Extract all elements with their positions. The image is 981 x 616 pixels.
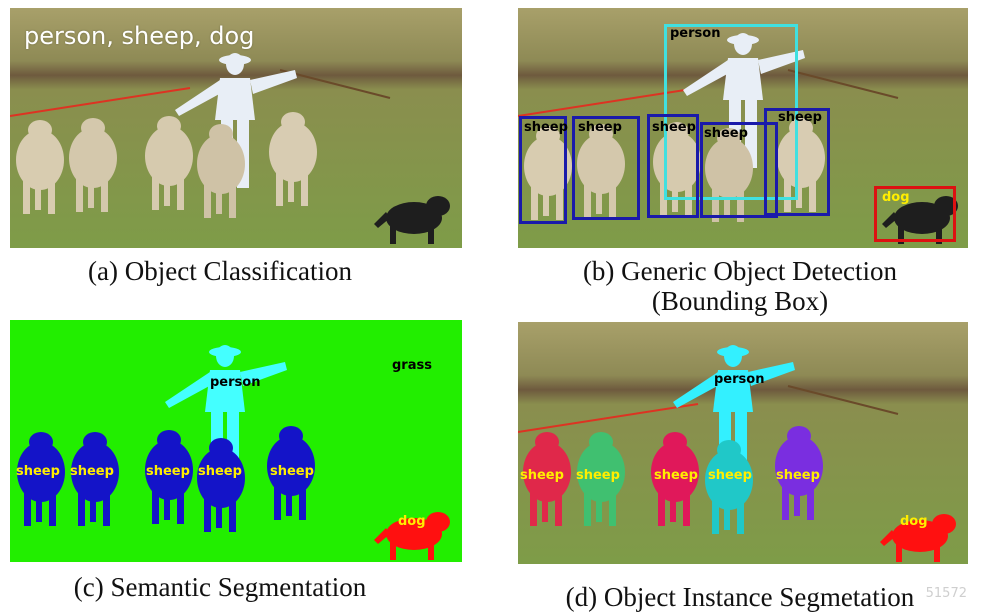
sheep-label: sheep (778, 110, 822, 125)
sheep-label: sheep (198, 464, 242, 479)
person-label: person (670, 26, 721, 41)
watermark: 51572 (925, 586, 967, 601)
dog-label: dog (882, 190, 910, 205)
sheep-label: sheep (146, 464, 190, 479)
caption-b: (b) Generic Object Detection (Bounding B… (500, 256, 980, 316)
sheep-bounding-box-5 (764, 108, 830, 216)
sheep-bounding-box-3 (647, 114, 699, 218)
panel-a-classification-image: person, sheep, dog (10, 8, 462, 248)
caption-b-line2: (Bounding Box) (651, 286, 829, 316)
caption-b-line1: (b) Generic Object Detection (582, 256, 898, 286)
person-bounding-box (664, 24, 798, 200)
caption-d: (d) Object Instance Segmetation (565, 582, 915, 612)
person-label: person (210, 375, 261, 390)
sheep-label: sheep (652, 120, 696, 135)
classification-labels: person, sheep, dog (24, 22, 255, 50)
sheep-label: sheep (16, 464, 60, 479)
sheep-label: sheep (654, 468, 698, 483)
sheep-label: sheep (708, 468, 752, 483)
sheep-bounding-box-4 (700, 122, 778, 218)
sheep-label: sheep (704, 126, 748, 141)
sheep-label: sheep (578, 120, 622, 135)
semantic-mask (17, 345, 450, 560)
field-photo (518, 8, 968, 248)
caption-c: (c) Semantic Segmentation (73, 572, 367, 602)
panel-b-detection-image: person sheep sheep sheep sheep sheep dog (518, 8, 968, 248)
panel-c-semantic-image: grass person sheep sheep sheep sheep she… (10, 320, 462, 562)
sheep-bounding-box-1 (519, 116, 567, 224)
caption-a: (a) Object Classification (88, 256, 352, 286)
grass-label: grass (392, 358, 432, 373)
sheep-label: sheep (524, 120, 568, 135)
dog-label: dog (900, 514, 928, 529)
dog-bounding-box (874, 186, 956, 242)
sheep-bounding-box-2 (572, 116, 640, 220)
field-photo-with-masks (518, 322, 968, 564)
sheep-label: sheep (70, 464, 114, 479)
sheep-label: sheep (776, 468, 820, 483)
field-photo (10, 8, 462, 248)
person-label: person (714, 372, 765, 387)
sheep-label: sheep (576, 468, 620, 483)
dog-label: dog (398, 514, 426, 529)
sheep-label: sheep (520, 468, 564, 483)
panel-d-instance-image: person sheep sheep sheep sheep sheep dog (518, 322, 968, 564)
sheep-label: sheep (270, 464, 314, 479)
